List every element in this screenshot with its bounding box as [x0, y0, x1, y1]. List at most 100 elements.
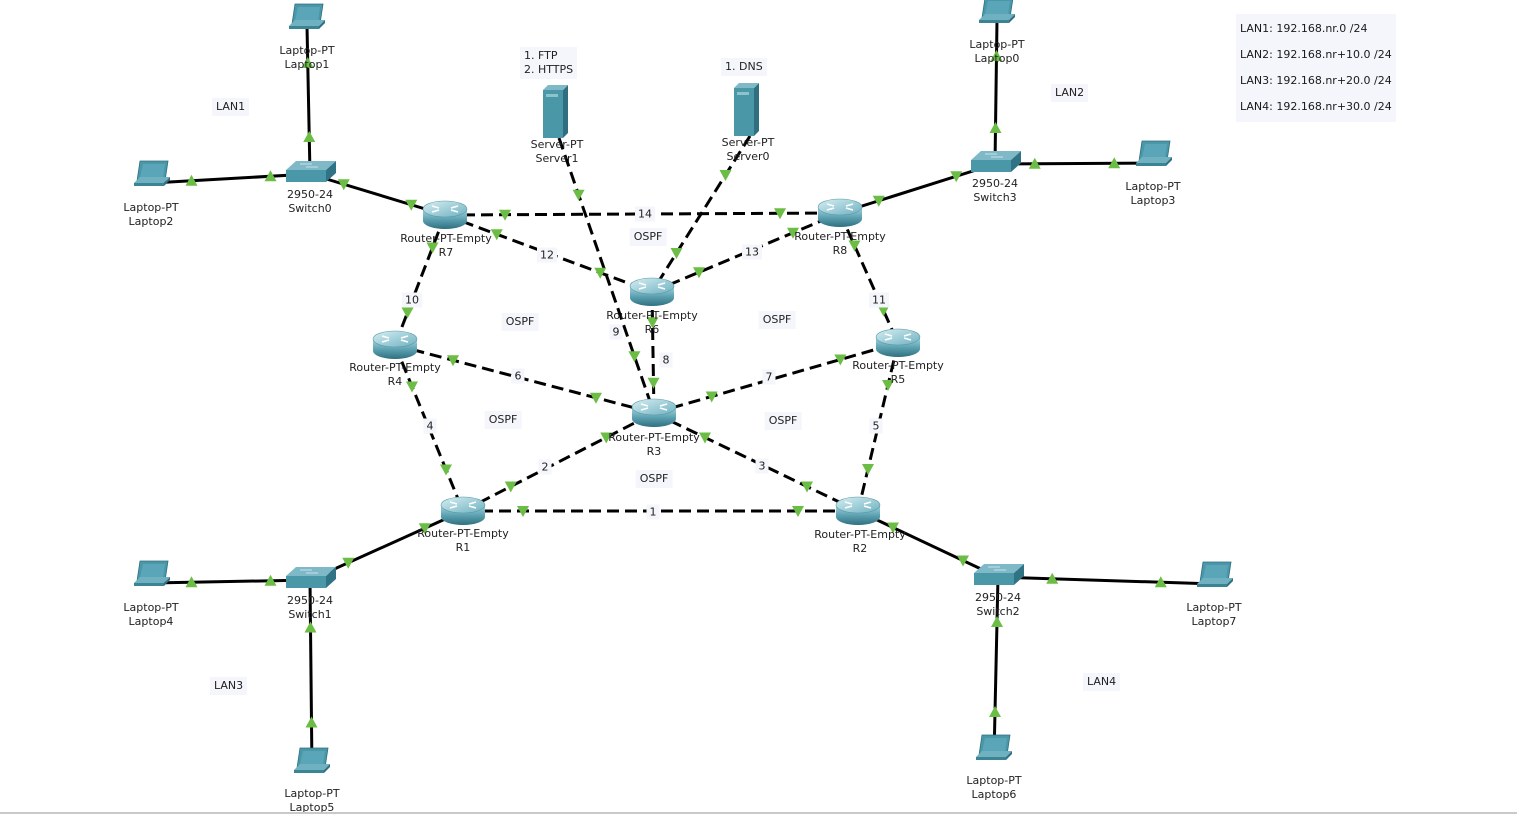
server0-services-note: 1. DNS	[721, 58, 767, 76]
link-label-4: 4	[423, 418, 437, 434]
link-laptop1-switch0[interactable]	[305, 25, 312, 175]
device-name: Switch1	[288, 608, 332, 621]
switch-switch2-icon[interactable]	[973, 563, 1025, 586]
port-status-indicator	[304, 621, 317, 633]
device-model: Router-PT-Empty	[794, 230, 886, 243]
ospf-area-label: OSPF	[758, 311, 796, 329]
device-model: Router-PT-Empty	[349, 361, 441, 374]
link-r7-r8[interactable]	[444, 211, 841, 217]
router-r4-icon[interactable]	[372, 330, 418, 360]
link-label-10: 10	[402, 292, 422, 308]
link-laptop4-switch1[interactable]	[151, 578, 311, 585]
ospf-area-label: OSPF	[501, 313, 539, 331]
legend-entry: LAN3: 192.168.nr+20.0 /24	[1240, 74, 1392, 87]
device-model: 2950-24	[287, 594, 333, 607]
lan1-label: LAN1	[212, 98, 250, 116]
legend-entry: LAN2: 192.168.nr+10.0 /24	[1240, 48, 1392, 61]
device-name: Switch2	[976, 605, 1020, 618]
link-switch2-r2[interactable]	[857, 509, 999, 579]
link-laptop5-switch1[interactable]	[308, 579, 314, 771]
port-status-indicator	[303, 131, 316, 142]
router-r3-icon[interactable]	[631, 398, 677, 428]
link-label-3: 3	[755, 458, 769, 474]
device-name: Laptop2	[128, 215, 174, 228]
device-name: R2	[852, 542, 868, 555]
port-status-indicator	[589, 392, 602, 404]
link-laptop6-switch2[interactable]	[992, 576, 1000, 758]
device-model: 2950-24	[975, 591, 1021, 604]
lan2-label: LAN2	[1051, 84, 1089, 102]
link-switch0-r7[interactable]	[309, 172, 446, 217]
laptop-laptop6-icon[interactable]	[975, 734, 1013, 761]
server1-services-note: 1. FTP 2. HTTPS	[520, 47, 578, 79]
link-r8-r5[interactable]	[838, 212, 900, 344]
laptop-laptop3-icon[interactable]	[1135, 140, 1173, 167]
device-name: Laptop7	[1191, 615, 1237, 628]
link-r7-r4[interactable]	[393, 214, 447, 346]
server-server0-icon[interactable]	[734, 83, 759, 136]
device-model: Router-PT-Empty	[608, 431, 700, 444]
port-status-indicator	[440, 464, 452, 476]
legend-entry: LAN1: 192.168.nr.0 /24	[1240, 22, 1368, 35]
link-laptop7-switch2[interactable]	[997, 575, 1216, 586]
laptop-laptop1-icon[interactable]	[288, 3, 326, 30]
link-label-14: 14	[635, 206, 655, 222]
laptop-laptop5-icon[interactable]	[293, 747, 331, 774]
device-name: Laptop5	[289, 801, 335, 814]
lan4-label: LAN4	[1083, 673, 1121, 691]
device-name: R1	[455, 541, 471, 554]
router-r5-icon[interactable]	[875, 328, 921, 358]
laptop-laptop7-icon[interactable]	[1196, 561, 1234, 588]
link-laptop3-switch3[interactable]	[994, 161, 1155, 166]
link-r6-r3[interactable]	[650, 291, 656, 414]
link-switch3-r8[interactable]	[839, 162, 996, 215]
router-r7-icon[interactable]	[422, 200, 468, 230]
laptop-laptop2-icon[interactable]	[133, 160, 171, 187]
device-model: Server-PT	[530, 138, 584, 151]
link-label-1: 1	[646, 504, 660, 520]
switch-switch3-icon[interactable]	[970, 150, 1022, 173]
link-r4-r1[interactable]	[393, 344, 465, 512]
laptop-laptop4-icon[interactable]	[133, 560, 171, 587]
switch-switch0-icon[interactable]	[285, 160, 337, 183]
device-name: Server0	[726, 150, 770, 163]
router-r6-icon[interactable]	[629, 277, 675, 307]
server-server1-icon[interactable]	[543, 85, 568, 138]
device-name: Laptop4	[128, 615, 174, 628]
router-r1-icon[interactable]	[440, 496, 486, 526]
link-label-13: 13	[742, 244, 762, 260]
ospf-area-label: OSPF	[764, 412, 802, 430]
link-server0-r6[interactable]	[650, 135, 752, 293]
port-status-indicator	[989, 122, 1002, 133]
port-status-indicator	[504, 481, 517, 493]
router-r8-icon[interactable]	[817, 198, 863, 228]
link-laptop2-switch0[interactable]	[151, 172, 311, 185]
port-status-indicator	[989, 706, 1001, 717]
link-r4-r3[interactable]	[394, 343, 655, 415]
device-model: Laptop-PT	[1186, 601, 1242, 614]
switch-switch1-icon[interactable]	[285, 566, 337, 589]
link-r3-r5[interactable]	[653, 341, 899, 415]
legend-entry: LAN4: 192.168.nr+30.0 /24	[1240, 100, 1392, 113]
link-label-6: 6	[511, 368, 525, 384]
device-name: R8	[832, 244, 848, 257]
link-laptop0-switch3[interactable]	[993, 19, 999, 165]
link-r5-r2[interactable]	[856, 342, 900, 512]
link-label-2: 2	[538, 459, 552, 475]
router-r2-icon[interactable]	[835, 496, 881, 526]
link-label-8: 8	[659, 352, 673, 368]
laptop-laptop0-icon[interactable]	[978, 0, 1016, 24]
link-label-7: 7	[762, 369, 776, 385]
port-status-indicator	[647, 377, 660, 389]
